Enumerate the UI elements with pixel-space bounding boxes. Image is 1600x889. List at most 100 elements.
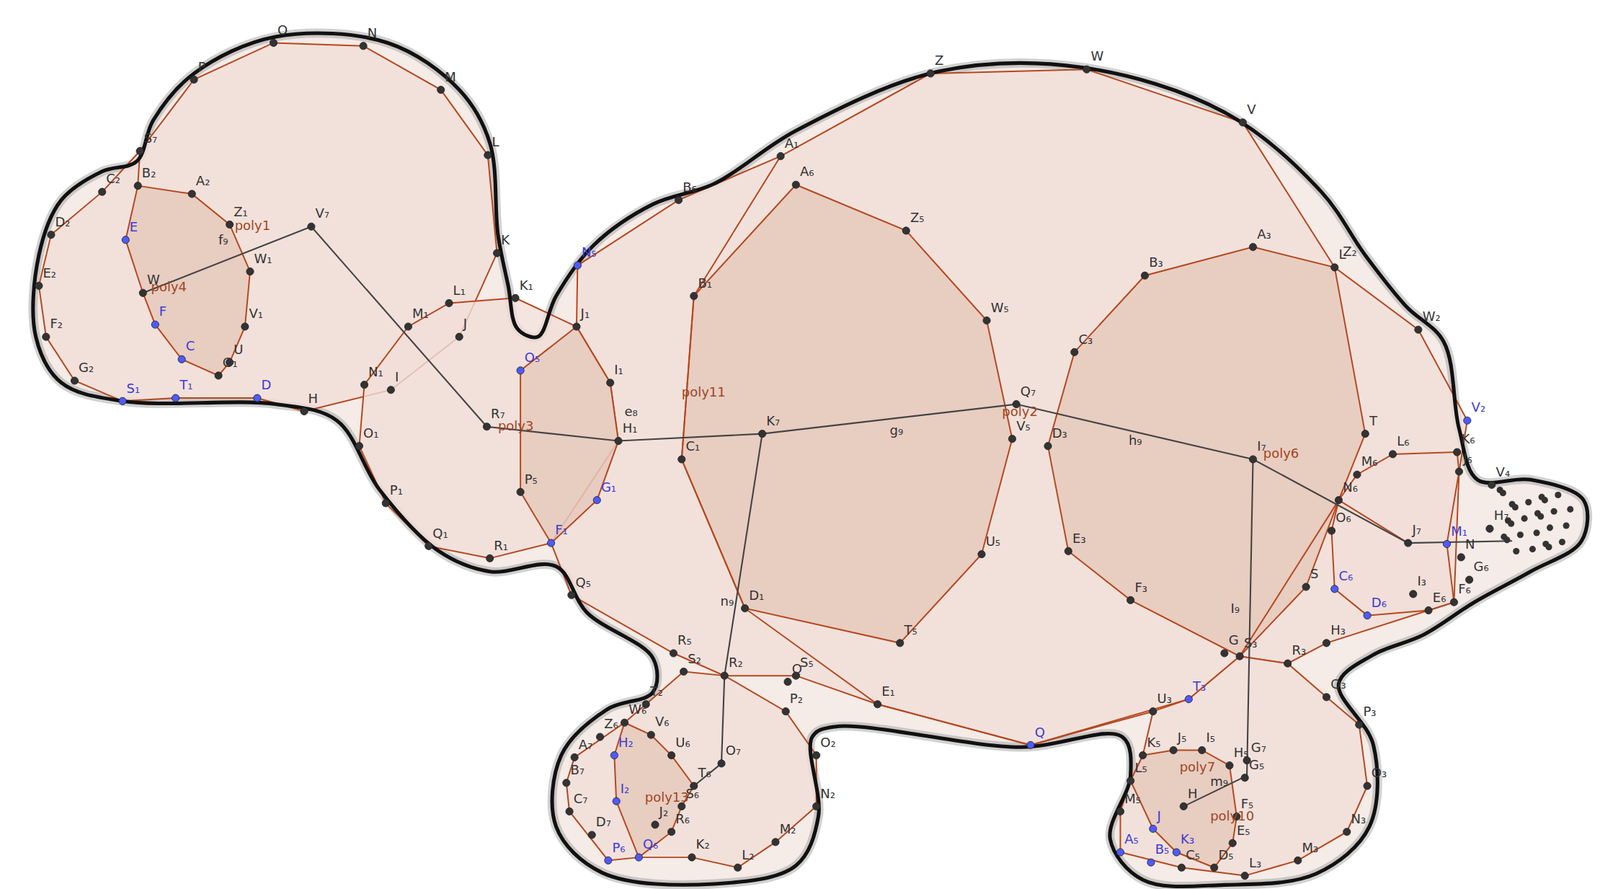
point-dot: [978, 550, 986, 558]
tail-point: [1563, 522, 1570, 530]
tail-point: [1512, 547, 1520, 555]
point-dot: [620, 718, 628, 726]
point-dot: [98, 188, 106, 196]
point-label: F₂: [49, 317, 63, 331]
point-dot: [300, 407, 308, 415]
point-label: V₇: [314, 206, 330, 220]
point-label: K₇: [766, 414, 780, 428]
point-dot: [610, 750, 618, 759]
point-dot: [1169, 745, 1177, 754]
point-label: Q: [792, 662, 803, 676]
point-label: J₂: [659, 805, 669, 819]
point-dot: [1488, 480, 1496, 488]
point-label: J₇: [1411, 523, 1422, 537]
point-dot: [1198, 745, 1206, 754]
point-dot: [387, 386, 395, 394]
point-label: E₂: [42, 266, 57, 280]
point-label: Z₅: [910, 211, 925, 225]
point-label: H₅: [1233, 745, 1250, 759]
tail-point: [1529, 545, 1536, 553]
tail-point: [1546, 523, 1554, 531]
point-label: Q₃: [1330, 677, 1346, 691]
point-label: M₆: [1361, 454, 1379, 468]
point-label: T₁: [179, 378, 193, 392]
point-label: R₅: [677, 633, 692, 647]
point-label: M₅: [1124, 792, 1141, 806]
point-dot: [812, 802, 821, 810]
point-dot: [614, 436, 622, 444]
point-label: Q₅: [575, 575, 591, 589]
point-label: F₃: [1134, 580, 1148, 594]
tail-point: [1503, 536, 1510, 543]
point-dot: [1424, 606, 1433, 614]
point-dot: [214, 371, 222, 380]
point-label: E₃: [1072, 531, 1087, 545]
point-dot: [1238, 118, 1247, 127]
point-label: A₁: [784, 136, 800, 150]
point-label: P: [198, 60, 207, 74]
inner-polygon: [125, 185, 251, 376]
point-dot: [151, 320, 159, 328]
point-label: Z₁: [233, 205, 248, 219]
point-label: W₂: [1422, 309, 1441, 323]
point-dot: [668, 750, 676, 759]
point-dot: [634, 853, 643, 861]
point-dot: [516, 487, 524, 496]
point-dot: [606, 379, 615, 387]
point-dot: [511, 294, 519, 302]
point-dot: [567, 590, 576, 599]
point-dot: [668, 828, 676, 836]
point-label: W: [1091, 49, 1105, 63]
point-label: T₅: [903, 623, 917, 637]
point-label: Q₆: [642, 837, 659, 851]
tail-point: [1537, 513, 1544, 520]
point-dot: [674, 196, 682, 204]
point-label: U: [233, 343, 243, 357]
point-dot: [1140, 271, 1149, 279]
tail-point: [1533, 529, 1541, 536]
segment-label: Z₂: [1342, 245, 1358, 259]
point-dot: [651, 820, 659, 829]
tail-point: [1525, 498, 1532, 506]
point-label: I₁: [614, 363, 624, 377]
point-dot: [1284, 659, 1292, 667]
point-dot: [121, 236, 130, 244]
point-label: I₂: [620, 781, 630, 795]
point-dot: [717, 759, 726, 767]
point-dot: [1044, 442, 1052, 450]
point-dot: [1457, 553, 1465, 561]
point-dot: [593, 496, 601, 504]
point-label: O: [277, 23, 288, 37]
point-label: G₂: [78, 361, 94, 375]
point-dot: [178, 355, 186, 363]
point-label: A₂: [196, 174, 211, 188]
point-label: J₆: [1463, 451, 1473, 465]
point-label: B₅: [1155, 842, 1170, 856]
point-dot: [139, 289, 147, 297]
point-dot: [983, 316, 991, 324]
polygon-label: poly11: [681, 385, 726, 399]
point-label: L₂: [741, 848, 754, 862]
point-label: O₅: [524, 350, 540, 364]
point-label: N₅: [581, 245, 597, 259]
point-dot: [573, 261, 581, 269]
point-dot: [1249, 455, 1257, 463]
point-label: K₃: [1180, 832, 1195, 846]
point-label: G₁: [222, 356, 238, 370]
point-label: A₃: [1256, 227, 1272, 241]
point-label: J₁: [580, 307, 591, 320]
point-label: D₅: [1218, 848, 1234, 862]
tail-point: [1566, 505, 1574, 513]
point-dot: [1414, 325, 1422, 333]
point-dot: [570, 753, 579, 761]
turtle-outline: [33, 33, 1588, 887]
point-label: K₅: [1146, 735, 1161, 749]
point-dot: [226, 220, 234, 228]
point-dot: [1179, 802, 1188, 810]
point-dot: [1331, 585, 1339, 593]
point-dot: [1083, 65, 1091, 73]
point-dot: [1343, 828, 1351, 836]
point-dot: [1453, 448, 1461, 456]
point-dot: [47, 230, 55, 238]
